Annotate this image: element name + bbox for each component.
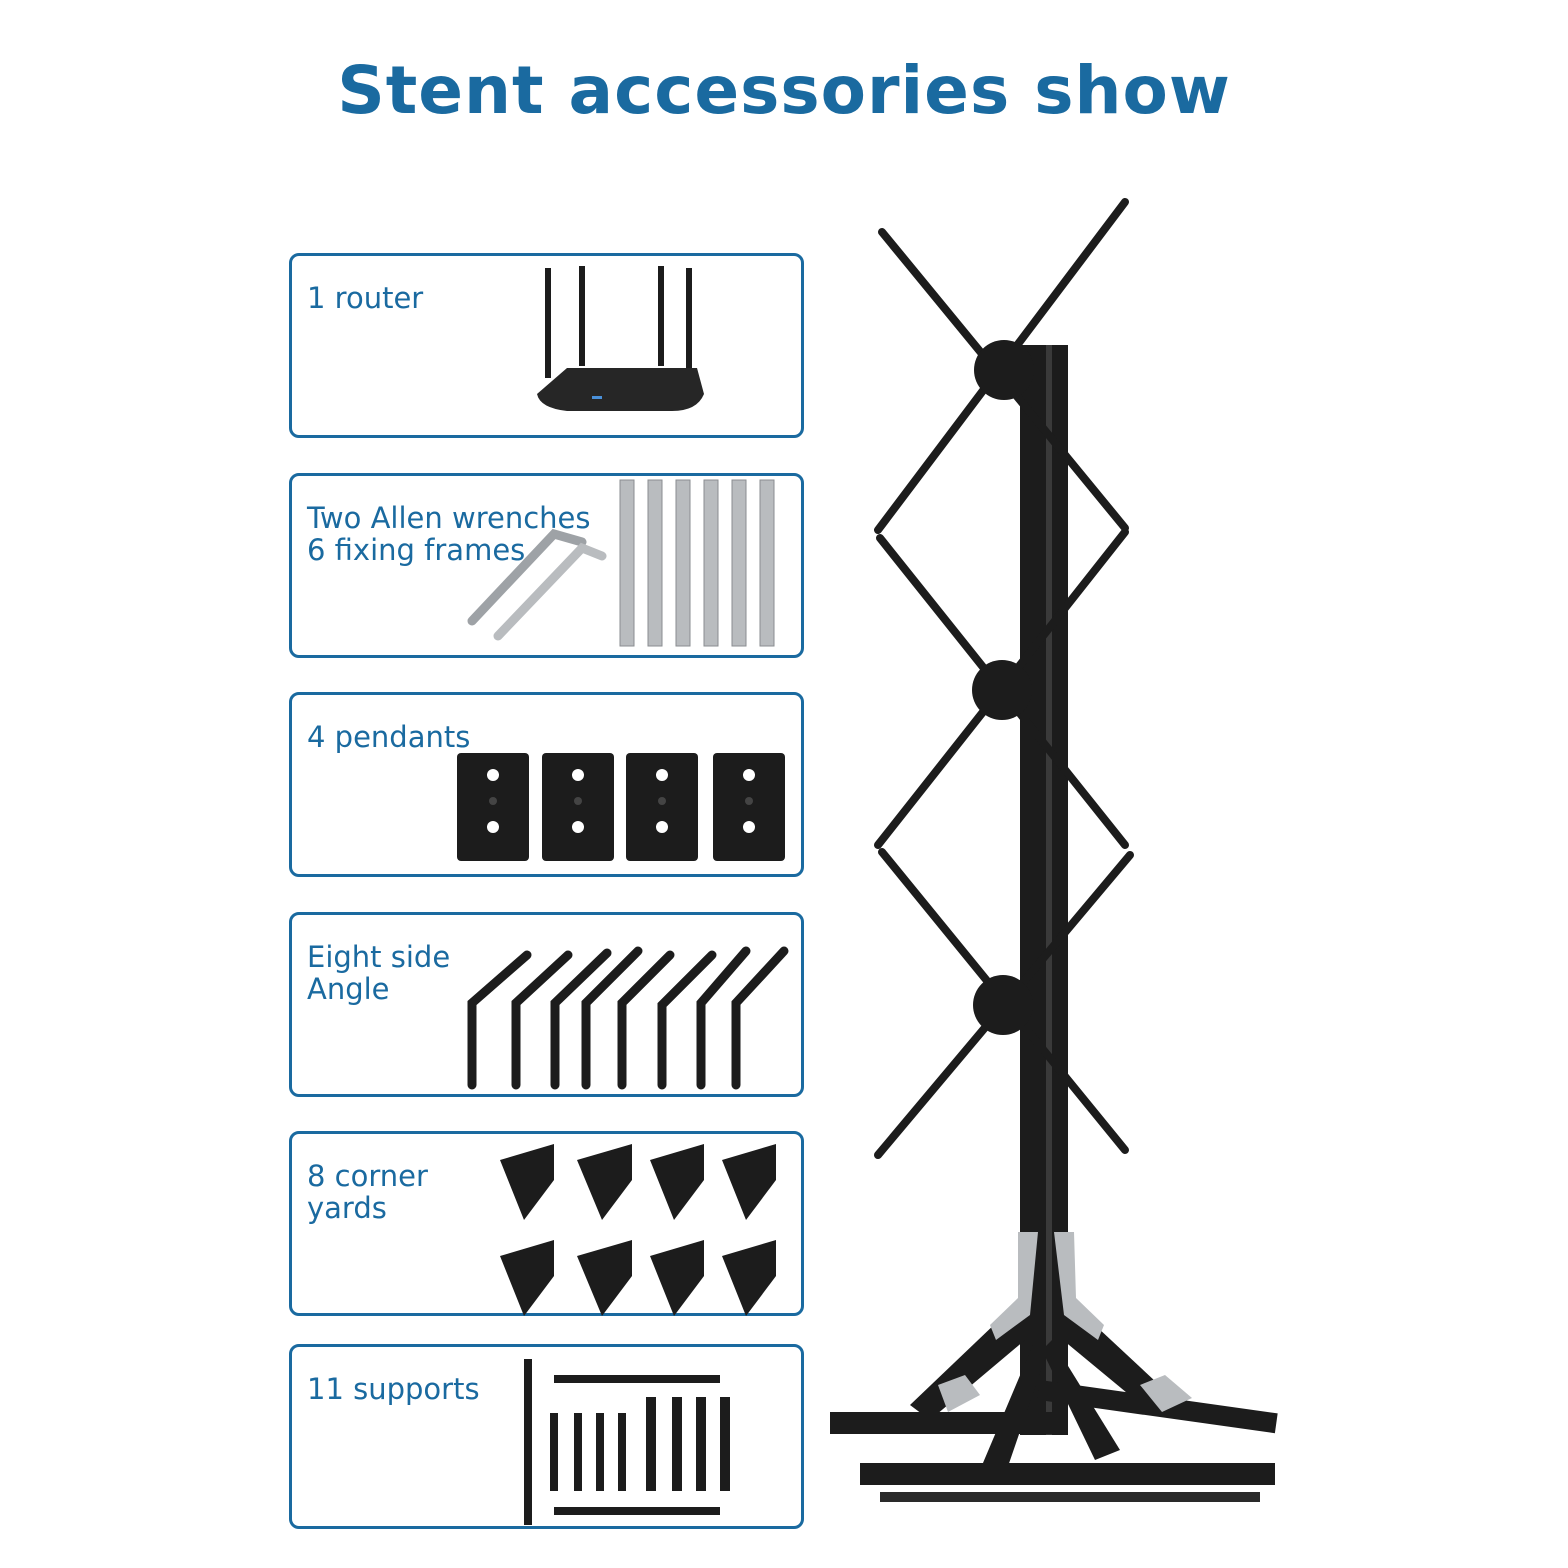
corner-yards-image <box>500 1144 776 1316</box>
accessory-label: 1 router <box>307 281 424 315</box>
supports-image <box>524 1359 730 1525</box>
accessory-card-wrenches-frames: Two Allen wrenches 6 fixing frames <box>289 473 804 658</box>
accessory-label: 4 pendants <box>307 720 471 754</box>
accessory-card-corner-yards: 8 corner yards <box>289 1131 804 1316</box>
side-angles-image <box>467 946 789 1090</box>
accessory-card-side-angles: Eight side Angle <box>289 912 804 1097</box>
accessory-card-supports: 11 supports <box>289 1344 804 1529</box>
router-image <box>537 266 704 411</box>
page-title: Stent accessories show <box>337 52 1231 129</box>
accessory-label: Two Allen wrenches 6 fixing frames <box>307 501 591 567</box>
accessory-label: 8 corner yards <box>307 1159 428 1225</box>
accessory-card-pendants: 4 pendants <box>289 692 804 877</box>
accessory-label: Eight side Angle <box>307 940 451 1006</box>
accessory-label: 11 supports <box>307 1372 480 1406</box>
accessory-card-router: 1 router <box>289 253 804 438</box>
stand-image <box>830 198 1278 1502</box>
wrenches-frames-image <box>467 479 775 647</box>
pendants-image <box>457 753 785 861</box>
